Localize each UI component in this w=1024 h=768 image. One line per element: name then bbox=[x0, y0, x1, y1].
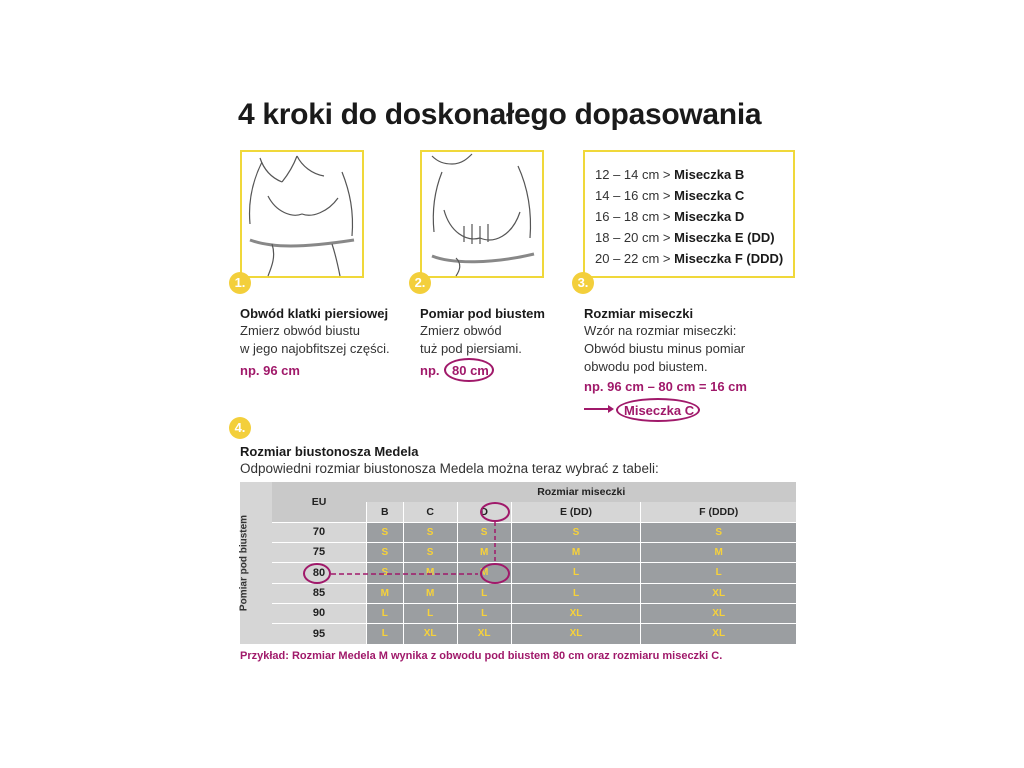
size-cell: L bbox=[640, 561, 796, 583]
step-3-result: Miseczka C bbox=[624, 403, 695, 418]
step-2-example-value: 80 cm bbox=[452, 363, 489, 378]
size-cell: XL bbox=[640, 622, 796, 644]
size-cell: XL bbox=[456, 622, 512, 644]
size-cell: M bbox=[366, 582, 404, 603]
size-cell: M bbox=[640, 541, 796, 562]
size-cell: L bbox=[456, 602, 512, 623]
step-badge-2: 2. bbox=[409, 272, 431, 294]
example-note: Przykład: Rozmiar Medela M wynika z obwo… bbox=[240, 650, 723, 662]
step-4-description: Odpowiedni rozmiar biustonosza Medela mo… bbox=[240, 461, 659, 476]
size-cell: S bbox=[640, 521, 796, 542]
woman-measuring-bust-icon bbox=[248, 155, 355, 277]
cup-rule-row: 18 – 20 cm > Miseczka E (DD) bbox=[595, 230, 775, 245]
cup-rule-row: 20 – 22 cm > Miseczka F (DDD) bbox=[595, 251, 784, 266]
size-cell: S bbox=[366, 541, 404, 562]
cup-result-highlight-oval bbox=[616, 398, 700, 422]
illustration-underbust-measure bbox=[420, 150, 544, 278]
step-badge-1: 1. bbox=[229, 272, 251, 294]
size-cell: L bbox=[402, 602, 458, 623]
illustration-chest-measure bbox=[240, 150, 364, 278]
step-1-heading: Obwód klatki piersiowej bbox=[240, 306, 389, 321]
size-cell: L bbox=[510, 582, 641, 603]
step-2-line: Zmierz obwód bbox=[420, 323, 502, 338]
cup-rule-row: 14 – 16 cm > Miseczka C bbox=[595, 188, 745, 203]
side-label-cell bbox=[240, 482, 272, 644]
band-label: 90 bbox=[272, 602, 367, 623]
woman-measuring-underbust-icon bbox=[431, 153, 535, 277]
size-cell: XL bbox=[640, 602, 796, 623]
size-cell: S bbox=[510, 521, 641, 542]
table-row: 95 L XL XL XL XL bbox=[240, 622, 796, 644]
step-1-description: Zmierz obwód biustu w jego najobfitszej … bbox=[240, 322, 390, 358]
size-cell: L bbox=[456, 582, 512, 603]
band-80-highlight-oval bbox=[303, 563, 331, 584]
size-cell: L bbox=[366, 602, 404, 623]
size-cell: L bbox=[366, 622, 404, 644]
size-cell: S bbox=[456, 521, 512, 542]
cup-col-header: F (DDD) bbox=[640, 502, 796, 522]
band-label: 80 bbox=[272, 561, 367, 583]
result-m-highlight-oval bbox=[480, 563, 510, 584]
cup-rule-row: 16 – 18 cm > Miseczka D bbox=[595, 209, 745, 224]
step-3-line: Wzór na rozmiar miseczki: bbox=[584, 323, 737, 338]
step-badge-4: 4. bbox=[229, 417, 251, 439]
step-1-example: np. 96 cm bbox=[240, 363, 300, 378]
step-2-heading: Pomiar pod biustem bbox=[420, 306, 545, 321]
size-cell: M bbox=[456, 541, 512, 562]
size-cell: XL bbox=[402, 622, 458, 644]
band-label: 70 bbox=[272, 521, 367, 542]
size-cell: XL bbox=[510, 602, 641, 623]
arrow-right-icon bbox=[584, 405, 614, 413]
size-cell: S bbox=[402, 541, 458, 562]
step-2-line: tuż pod piersiami. bbox=[420, 341, 522, 356]
step-1-line: w jego najobfitszej części. bbox=[240, 341, 390, 356]
size-cell: S bbox=[366, 561, 404, 583]
step-3-line: Obwód biustu minus pomiar bbox=[584, 341, 746, 356]
cup-col-header: B bbox=[366, 502, 404, 522]
size-cell: M bbox=[402, 582, 458, 603]
underbust-highlight-oval bbox=[444, 358, 494, 382]
band-label: 95 bbox=[272, 622, 367, 644]
band-label: 75 bbox=[272, 541, 367, 562]
page-title: 4 kroki do doskonałego dopasowania bbox=[238, 98, 762, 131]
cup-size-header: Rozmiar miseczki bbox=[366, 482, 796, 502]
step-badge-3: 3. bbox=[572, 272, 594, 294]
cup-col-header: C bbox=[402, 502, 458, 522]
size-cell: M bbox=[402, 561, 458, 583]
step-3-line: obwodu pod biustem. bbox=[584, 359, 708, 374]
step-2-example-prefix: np. bbox=[420, 363, 440, 378]
size-cell: XL bbox=[640, 582, 796, 603]
step-3-heading: Rozmiar miseczki bbox=[584, 306, 694, 321]
size-cell: S bbox=[402, 521, 458, 542]
table-row: 70 S S S S S bbox=[240, 521, 796, 542]
cup-rule-row: 12 – 14 cm > Miseczka B bbox=[595, 167, 745, 182]
size-table: EU Rozmiar miseczki B C D E (DD) F (DDD)… bbox=[240, 482, 796, 644]
table-row: 85 M M L L XL bbox=[240, 582, 796, 603]
cup-c-highlight-oval bbox=[480, 502, 510, 522]
table-row: 80 S M M L L bbox=[240, 561, 796, 583]
step-3-description: Wzór na rozmiar miseczki: Obwód biustu m… bbox=[584, 322, 745, 376]
size-cell: M bbox=[510, 541, 641, 562]
step-2-description: Zmierz obwód tuż pod piersiami. bbox=[420, 322, 522, 358]
table-row: 75 S S M M M bbox=[240, 541, 796, 562]
cup-size-rules-box: 12 – 14 cm > Miseczka B 14 – 16 cm > Mis… bbox=[583, 150, 795, 278]
table-corner-label: EU bbox=[272, 482, 367, 522]
cup-col-header: E (DD) bbox=[510, 502, 641, 522]
step-3-formula: np. 96 cm – 80 cm = 16 cm bbox=[584, 379, 747, 394]
table-row: 90 L L L XL XL bbox=[240, 602, 796, 623]
step-4-heading: Rozmiar biustonosza Medela bbox=[240, 444, 419, 459]
size-cell: L bbox=[510, 561, 641, 583]
step-1-line: Zmierz obwód biustu bbox=[240, 323, 360, 338]
size-cell: XL bbox=[510, 622, 641, 644]
size-cell: S bbox=[366, 521, 404, 542]
